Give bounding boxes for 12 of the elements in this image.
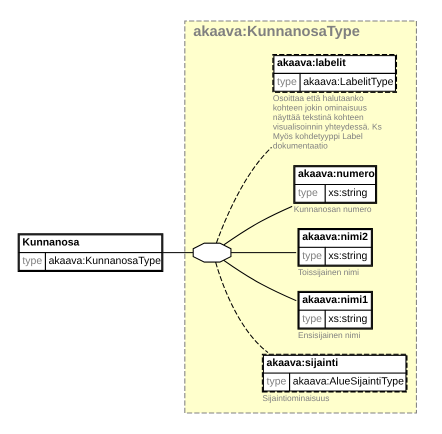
- connector: [215, 146, 272, 244]
- node-label: Kunnanosan numero: [293, 204, 372, 214]
- node-label: Toissijainen nimi: [298, 267, 358, 278]
- node-label: Osoittaa että halutaanko kohteen jokin ominaisuus näyttää tekstinä kohteen visualisoinnin yhteydessä. Ks Myös kohdetyyppi Label dokumentaatio: [272, 93, 382, 150]
- node-label: Ensisijainen nimi: [298, 330, 360, 340]
- node-label: Sijaintiominaisuus: [262, 392, 329, 403]
- connector: [162, 252, 193, 254]
- connector: [223, 260, 296, 302]
- connector: [230, 252, 296, 254]
- connector: [214, 262, 268, 353]
- connector: [223, 206, 292, 246]
- node-octagon: [192, 242, 231, 263]
